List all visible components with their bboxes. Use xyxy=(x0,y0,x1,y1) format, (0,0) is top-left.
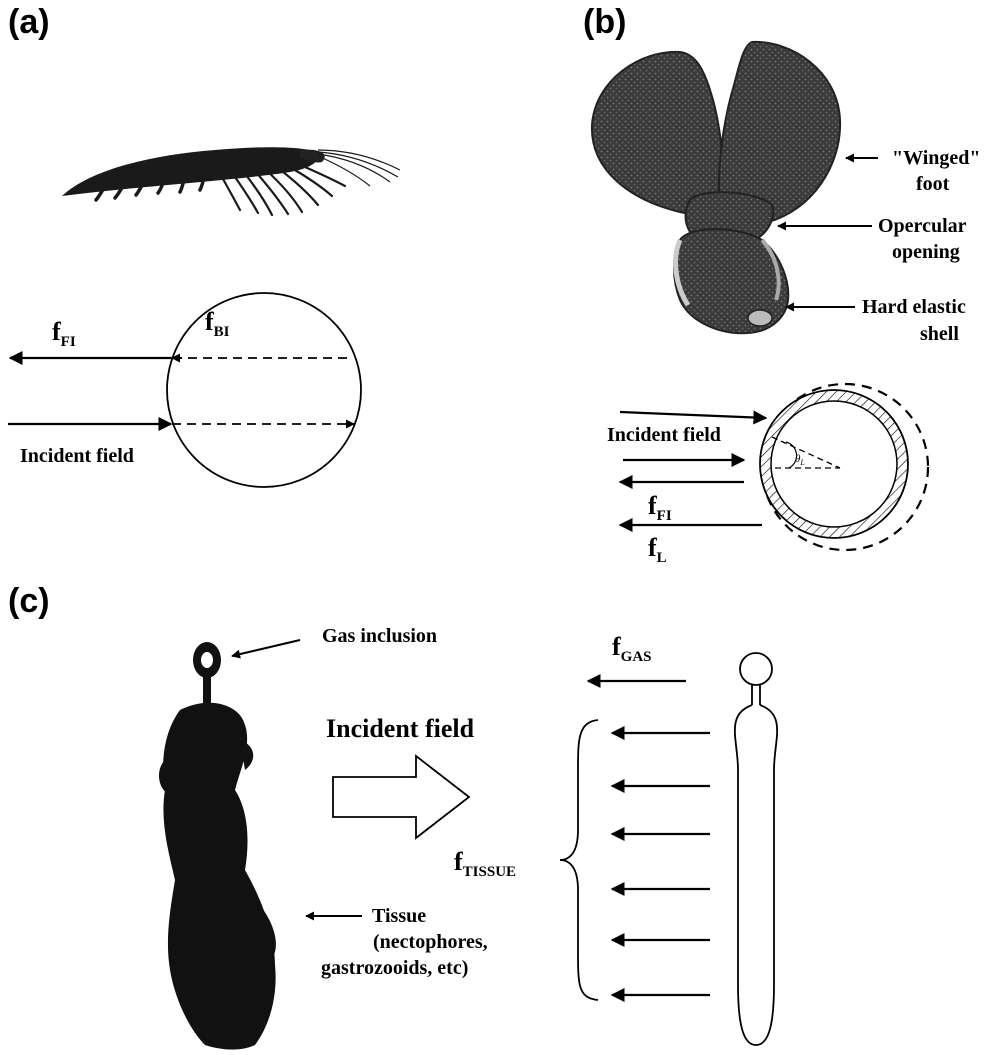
opercular-label-1: Opercular xyxy=(878,215,967,237)
winged-foot-label-1: "Winged" xyxy=(892,147,981,169)
shell-interior xyxy=(771,401,897,527)
f-fi-label-b: fFI xyxy=(648,491,672,524)
panel-b: (b) "Winged" foot Opercular opening Hard… xyxy=(583,3,981,566)
panel-c: (c) Gas inclusion Tissue (nectophores, g… xyxy=(8,582,777,1050)
f-gas-label: fGAS xyxy=(612,632,652,665)
tissue-label-3: gastrozooids, etc) xyxy=(321,957,468,979)
sphere-scatterer xyxy=(167,293,361,487)
panel-a-label: (a) xyxy=(8,3,50,41)
shell-label-1: Hard elastic xyxy=(862,296,966,318)
tissue-label-2: (nectophores, xyxy=(373,931,488,953)
pteropod-illustration xyxy=(592,42,840,333)
opercular-label-2: opening xyxy=(892,241,960,263)
f-fi-label: fFI xyxy=(52,317,76,350)
incident-block-arrow xyxy=(333,756,469,838)
incident-field-label-c: Incident field xyxy=(326,714,475,743)
shell-label-2: shell xyxy=(920,323,959,345)
siphonophore-illustration xyxy=(159,642,276,1050)
incident-arrow-b-top xyxy=(620,412,766,418)
krill-illustration xyxy=(62,147,400,215)
panel-b-label: (b) xyxy=(583,3,626,41)
gas-sphere-model xyxy=(740,653,772,685)
panel-c-label: (c) xyxy=(8,582,50,620)
incident-field-label-b: Incident field xyxy=(607,424,721,446)
tissue-body-model xyxy=(735,705,777,1045)
gas-inclusion-label: Gas inclusion xyxy=(322,625,437,647)
tissue-arrows xyxy=(612,733,710,995)
panel-a: (a) xyxy=(8,3,400,487)
f-tissue-label: fTISSUE xyxy=(454,847,516,880)
incident-field-label-a: Incident field xyxy=(20,445,134,467)
tissue-brace xyxy=(560,720,598,1000)
f-l-label: fL xyxy=(648,533,667,566)
gas-inclusion-arrow xyxy=(232,640,300,656)
tissue-label-1: Tissue xyxy=(372,905,426,927)
winged-foot-label-2: foot xyxy=(916,173,950,195)
